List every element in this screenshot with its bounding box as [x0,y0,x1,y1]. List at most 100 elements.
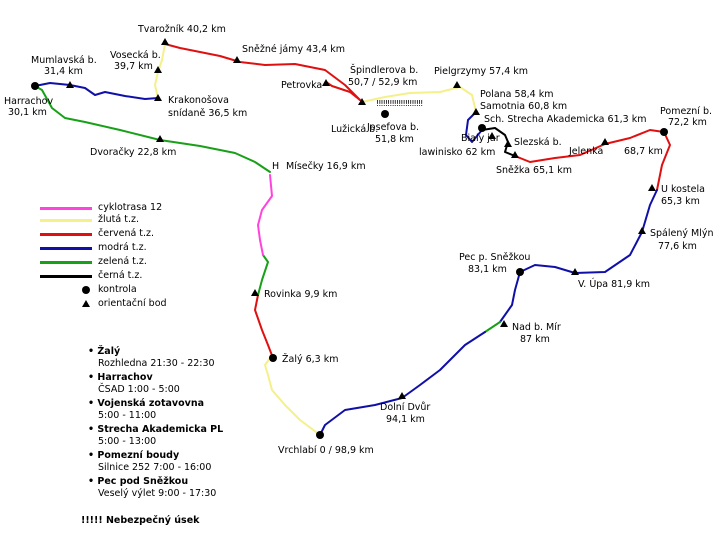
label-vosecka-km: 39,7 km [114,61,153,72]
label-slezska: Slezská b. [514,137,562,148]
checkpoint-name: Harrachov [88,372,223,384]
checkpoint-detail: ČSAD 1:00 - 5:00 [98,384,180,395]
checkpoint-vrchlabi [316,431,324,439]
label-pomezni-km: 72,2 km [668,117,707,128]
checkpoint-item: Pec pod Sněžkou Veselý výlet 9:00 - 17:3… [88,476,223,500]
checkpoint-name: Pomezní boudy [88,450,223,462]
checkpoint-name: Vojenská zotavovna [88,398,223,410]
label-pielgrzymy: Pielgrzymy 57,4 km [434,66,529,77]
route-yellow-vrchlabi-zaly [264,357,321,436]
route-green-rovinka [257,254,269,296]
label-bialy-jar: Bialy jar [461,133,500,144]
orientation-krakonosova [154,94,162,101]
label-pomezni-name: Pomezní b. [660,106,713,117]
route-yellow-spindlerova-pielgrzymy [361,86,477,113]
legend-line-zluta [40,219,92,222]
label-harrachov-name: Harrachov [4,96,54,107]
label-misecky: Mísečky 16,9 km [286,161,366,172]
label-rovinka: Rovinka 9,9 km [264,289,338,300]
orientation-bialy-jar [488,132,496,139]
label-tvaroznik: Tvarožník 40,2 km [138,24,226,35]
orientation-dvoracky [156,135,164,142]
orientation-u-kostela [648,184,656,191]
label-jelenka: Jelenka [569,146,604,157]
label-mumlavska-name: Mumlavská b. [31,55,97,66]
legend-line-zelena [40,261,92,264]
label-u-kostela-name: U kostela [661,184,705,195]
label-dvoracky: Dvoračky 22,8 km [90,147,177,158]
route-red-petrovka [325,81,361,101]
checkpoint-strecha [478,124,486,132]
orientation-v-upa [571,268,579,275]
label-snezka: Sněžka 65,1 km [496,165,572,176]
legend-label-kontrola: kontrola [98,284,137,295]
legend-label-orientacni: orientační bod [98,298,167,309]
label-sch-strecha: Sch. Strecha Akademicka 61,3 km [484,114,647,125]
legend-circle-icon [82,286,90,294]
orientation-snezka [511,151,519,158]
label-krakonosova-km: snídaně 36,5 km [168,108,248,119]
orientation-spindlerova [358,98,366,105]
checkpoint-item: Pomezní boudy Silnice 252 7:00 - 16:00 [88,450,223,474]
label-spindlerova-km: 50,7 / 52,9 km [348,77,418,88]
route-cyklotrasa [257,174,273,256]
checkpoint-detail: Rozhledna 21:30 - 22:30 [98,358,215,369]
orientation-vosecka [154,66,162,73]
legend-label-cerna: černá t.z. [98,270,143,281]
checkpoint-detail: 5:00 - 11:00 [98,410,157,421]
label-luzicka: Lužická b. [331,124,379,135]
orientation-nad-b-mir [500,320,508,327]
label-spindlerova-name: Špindlerova b. [350,65,419,76]
checkpoint-name: Žalý [88,346,223,358]
checkpoint-pec [516,268,524,276]
legend-line-cyklotrasa [40,207,92,210]
legend-label-modra: modrá t.z. [98,242,147,253]
label-krakonosova-name: Krakonošova [168,95,229,106]
label-josefova-km: 51,8 km [375,134,414,145]
checkpoint-detail: Veselý výlet 9:00 - 17:30 [98,488,217,499]
orientation-dolni-dvur [398,392,406,399]
label-josefova-name: Josefova b. [367,122,420,133]
orientation-pielgrzymy [453,81,461,88]
orientation-spaleny-mlyn [638,227,646,234]
legend-label-cyklotrasa: cyklotrasa 12 [98,202,163,213]
label-spaleny-mlyn-km: 77,6 km [658,241,697,252]
label-nad-b-mir-km: 87 km [520,334,550,345]
orientation-mumlavska [66,81,74,88]
label-v-upa: V. Úpa 81,9 km [578,279,651,290]
orientation-snezne-jamy [233,56,241,63]
legend-label-zluta: žlutá t.z. [98,214,139,225]
checkpoint-pomezni [660,128,668,136]
checkpoint-name: Pec pod Sněžkou [88,476,223,488]
legend-label-zelena: zelená t.z. [98,256,147,267]
label-pec-km: 83,1 km [468,264,507,275]
label-mumlavska-km: 31,4 km [44,66,83,77]
label-petrovka: Petrovka [281,80,323,91]
checkpoint-item: Strecha Akademicka PL 5:00 - 13:00 [88,424,223,448]
route-blue-harrachov-mumlavska [34,82,159,100]
label-harrachov-km: 30,1 km [8,107,47,118]
route-red-zaly-misecky [254,294,274,359]
label-vosecka-name: Vosecká b. [110,50,161,61]
label-h-marker: H [272,161,280,172]
danger-note: !!!!! Nebezpečný úsek [81,515,200,526]
label-u-kostela-km: 65,3 km [661,196,700,207]
label-snezne-jamy: Sněžné jámy 43,4 km [242,44,346,55]
legend-triangle-icon [82,300,90,307]
label-spaleny-mlyn-name: Spálený Mlýn [650,228,713,239]
checkpoint-harrachov [31,82,39,90]
checkpoint-zaly [269,354,277,362]
legend-line-cerna [40,275,92,278]
label-dolni-dvur-name: Dolní Dvůr [380,402,431,413]
checkpoint-name: Strecha Akademicka PL [88,424,223,436]
orientation-polana [472,108,480,115]
label-pec-name: Pec p. Sněžkou [459,252,531,263]
orientation-jelenka [601,138,609,145]
legend-label-cervena: červená t.z. [98,228,155,239]
orientation-lawinisko [504,140,512,147]
route-black-samotnia-strecha [481,127,516,157]
checkpoint-josefova [381,110,389,118]
orientation-petrovka [322,79,330,86]
label-polana: Polana 58,4 km [480,89,554,100]
